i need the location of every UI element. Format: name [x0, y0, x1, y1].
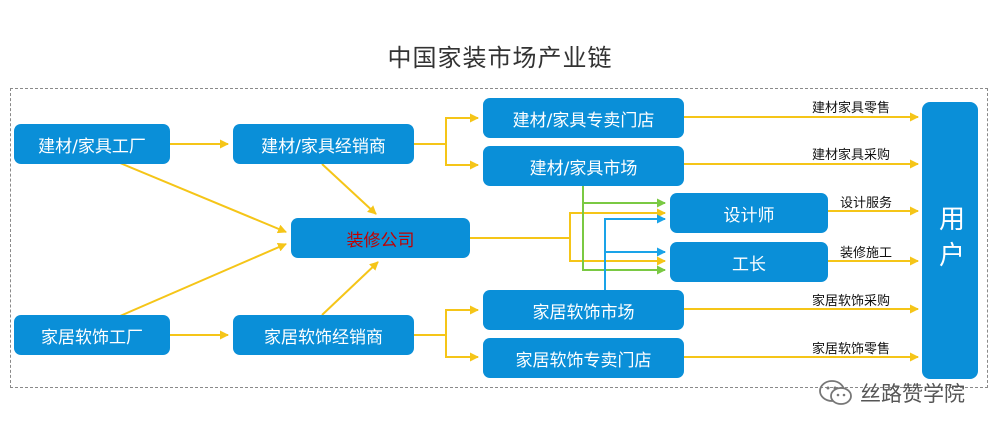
arrow-soft-factory-to-decoration: [119, 243, 287, 317]
node-building-store: 建材/家具专卖门店: [483, 98, 684, 138]
label-decoration-construction: 装修施工: [840, 246, 893, 261]
diagram-title: 中国家装市场产业链: [387, 44, 613, 72]
arrow-building-market-to-foreman: [582, 203, 666, 275]
arrow-soft-dealer-to-decoration: [321, 261, 379, 316]
label-building-purchase: 建材家具采购: [812, 148, 891, 163]
arrow-building-factory-to-decoration: [119, 162, 287, 234]
label-soft-purchase: 家居软饰采购: [812, 294, 891, 309]
node-foreman: 工长: [670, 242, 828, 282]
arrow-soft-dealer-to-market: [414, 305, 479, 336]
label-building-retail: 建材家具零售: [812, 101, 891, 116]
arrow-building-dealer-to-decoration: [321, 163, 377, 215]
watermark-text: 丝路赞学院: [860, 382, 965, 406]
node-user: 用户: [922, 102, 978, 379]
arrow-soft-dealer-to-store: [445, 335, 479, 362]
arrow-building-dealer-to-store: [414, 113, 479, 145]
node-soft-factory: 家居软饰工厂: [14, 315, 170, 355]
label-design-service: 设计服务: [840, 196, 893, 211]
node-soft-market: 家居软饰市场: [483, 290, 684, 330]
node-building-market: 建材/家具市场: [483, 146, 684, 186]
node-decoration-company: 装修公司: [291, 218, 470, 258]
node-designer: 设计师: [670, 193, 828, 233]
node-building-dealer: 建材/家具经销商: [233, 124, 414, 164]
diagram-frame: [10, 88, 988, 388]
arrow-decoration-to-foreman: [569, 238, 666, 266]
arrow-building-dealer-to-market: [445, 144, 479, 170]
watermark: 丝路赞学院: [818, 376, 965, 410]
arrow-building-market-to-designer: [582, 185, 666, 208]
arrow-soft-market-to-designer: [604, 214, 666, 290]
node-soft-dealer: 家居软饰经销商: [233, 315, 414, 355]
label-soft-retail: 家居软饰零售: [812, 342, 891, 357]
node-soft-store: 家居软饰专卖门店: [483, 338, 684, 378]
node-building-factory: 建材/家具工厂: [14, 124, 170, 164]
wechat-icon: [819, 380, 852, 405]
arrow-decoration-to-designer: [470, 208, 666, 239]
